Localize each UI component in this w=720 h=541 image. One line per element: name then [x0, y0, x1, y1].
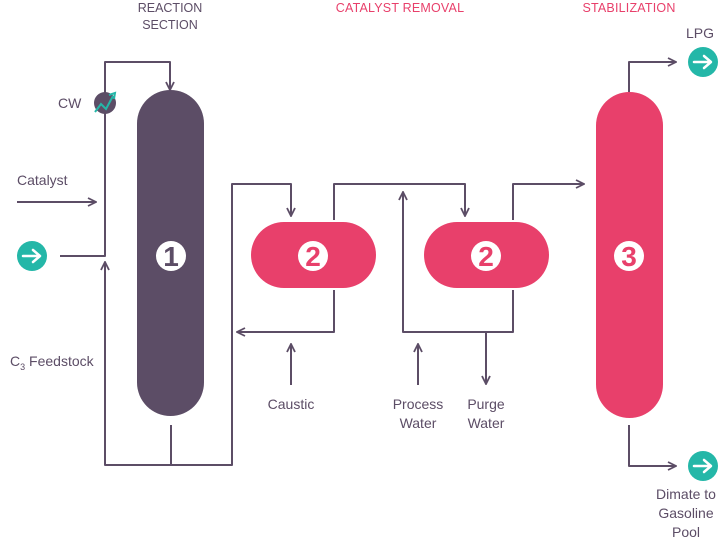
- process-water-label-line1: Process: [393, 396, 444, 412]
- reactor-to-wash1-pipe: [171, 183, 291, 466]
- wash1-number-badge: [298, 241, 328, 271]
- purge-water-label-line1: Purge: [467, 396, 505, 412]
- reactor-number-badge: [156, 241, 186, 271]
- lpg-outlet-arrow-icon: [688, 47, 718, 77]
- section-stabilization: STABILIZATION: [582, 1, 675, 15]
- dimate-label-line2: Gasoline: [658, 505, 713, 521]
- purge-water-label-line2: Water: [468, 415, 505, 431]
- c3-feedstock-label: C3 Feedstock: [10, 353, 95, 372]
- feed-inlet-arrow-icon: [17, 241, 47, 271]
- wash1-recycle-pipe: [237, 290, 335, 332]
- wash2-number-badge: [471, 241, 501, 271]
- wash1-to-wash2-pipe: [333, 183, 465, 220]
- reactor-number: 1: [163, 241, 179, 272]
- wash2-recycle-pipe: [403, 192, 514, 333]
- wash2-number: 2: [478, 241, 494, 272]
- process-water-label-line2: Water: [400, 415, 437, 431]
- catalyst-label: Catalyst: [17, 172, 68, 188]
- cooler-icon: [94, 91, 117, 114]
- section-reaction-line1: REACTION: [138, 1, 203, 15]
- stabilizer-number: 3: [621, 241, 637, 272]
- section-reaction-line2: SECTION: [142, 18, 198, 32]
- dimate-label-line1: Dimate to: [656, 486, 716, 502]
- feed-pipe-to-reactor: [60, 61, 170, 257]
- caustic-label: Caustic: [268, 396, 315, 412]
- dimate-outlet-arrow-icon: [688, 451, 718, 481]
- wash1-number: 2: [305, 241, 321, 272]
- lpg-label: LPG: [686, 25, 714, 41]
- wash2-to-stabilizer-pipe: [512, 184, 584, 220]
- dimate-label-line3: Pool: [672, 524, 700, 540]
- cw-label: CW: [58, 95, 82, 111]
- stabilizer-number-badge: [614, 241, 644, 271]
- reactor-recycle-pipe: [105, 262, 172, 466]
- lpg-outlet-pipe: [628, 62, 676, 92]
- section-catalyst-removal: CATALYST REMOVAL: [336, 1, 464, 15]
- dimate-outlet-pipe: [628, 425, 676, 466]
